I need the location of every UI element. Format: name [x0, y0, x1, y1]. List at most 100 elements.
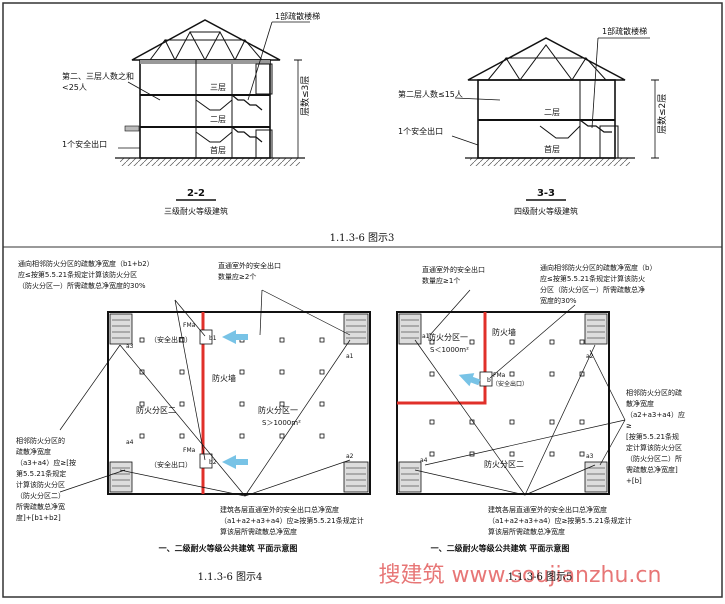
exit-label: 1个安全出口: [62, 139, 107, 149]
exit-door-label: （安全出口）: [150, 460, 192, 469]
section-subtitle: 四级耐火等级建筑: [514, 206, 578, 216]
caption-bottom-left: 1.1.3-6 图示4: [198, 571, 263, 583]
svg-text:宽度的30%: 宽度的30%: [540, 296, 577, 305]
fire-wall: [397, 312, 487, 405]
caption-top: 1.1.3-6 图示3: [330, 232, 395, 244]
svg-text:（a1+a2+a3+a4）应≥按第5.5.21条规定计: （a1+a2+a3+a4）应≥按第5.5.21条规定计: [220, 516, 364, 525]
section-title: 2-2: [187, 188, 205, 199]
people-label: 第二层人数≤15人: [398, 89, 463, 99]
svg-text:≥: ≥: [626, 422, 632, 430]
svg-text:相邻防火分区的疏: 相邻防火分区的疏: [626, 388, 682, 397]
svg-text:需疏散总净宽度]: 需疏散总净宽度]: [626, 465, 678, 474]
svg-text:分区（防火分区一）所需疏散总净: 分区（防火分区一）所需疏散总净: [540, 285, 645, 294]
caption-bottom-right: 1.1.3-6 图示5: [508, 571, 573, 583]
plan-right: FMa （安全出口） b a1 a2 a3 a4 防火分区一 S＜1000m² …: [396, 263, 685, 553]
svg-text:建筑各层直通室外的安全出口总净宽度: 建筑各层直通室外的安全出口总净宽度: [220, 505, 339, 514]
note-exit-count: 直通室外的安全出口: [422, 265, 485, 274]
svg-text:算该层所需疏散总净宽度: 算该层所需疏散总净宽度: [488, 527, 565, 536]
floor-3-label: 三层: [210, 83, 226, 92]
height-label: 层数≤3层: [299, 76, 311, 116]
zone-1-label: 防火分区一: [428, 332, 468, 342]
fire-wall-label: 防火墙: [492, 327, 516, 337]
plan-title: 一、二级耐火等级公共建筑 平面示意图: [159, 543, 298, 553]
svg-text:（防火分区二）: （防火分区二）: [16, 491, 65, 500]
b1-label: b1: [209, 335, 217, 342]
evacuation-arrow: [222, 455, 248, 469]
a1-label: a1: [346, 353, 354, 360]
floor-1-label: 首层: [210, 145, 226, 155]
stair-symbol: [231, 94, 263, 143]
note-right: 相邻防火分区的疏 散净宽度 （a2+a3+a4）应 ≥ [按第5.5.21条规 …: [626, 388, 685, 485]
svg-text:通向相邻防火分区的疏散净宽度（b）: 通向相邻防火分区的疏散净宽度（b）: [540, 263, 656, 272]
note-exit-count: 直通室外的安全出口: [218, 261, 281, 270]
door-tag: FMa: [183, 322, 196, 329]
watermark: 搜建筑 www.soujianzhu.cn: [379, 563, 662, 588]
svg-text:算该层所需疏散总净宽度: 算该层所需疏散总净宽度: [220, 527, 297, 536]
svg-text:+[b]: +[b]: [626, 477, 642, 485]
svg-text:计算该防火分区: 计算该防火分区: [16, 480, 65, 489]
fire-wall-label: 防火墙: [212, 373, 236, 383]
zone-2-label: 防火分区二: [484, 459, 524, 469]
note-bottom-left: 相邻防火分区的 疏散净宽度 （a3+a4）应≥[按 第5.5.21条规定 计算该…: [16, 436, 76, 522]
roof-truss: [467, 37, 626, 81]
people-label-line1: 第二、三层人数之和: [62, 71, 134, 81]
b-label: b: [487, 377, 491, 384]
note-top-left: 应≤按第5.5.21条规定计算该防火分区: [18, 270, 137, 279]
door-tag: FMa: [183, 447, 196, 454]
a3-label: a3: [586, 453, 594, 460]
exit-label: 1个安全出口: [398, 126, 443, 136]
section-3-3: 层数≤2层 二层 首层 1部疏散楼梯 第二层人数≤15人 1个安全出口 3-3 …: [398, 26, 668, 216]
b2-label: b2: [209, 459, 217, 466]
section-subtitle: 三级耐火等级建筑: [164, 206, 228, 216]
floor-1-label: 首层: [544, 144, 560, 154]
plan-title: 一、二级耐火等级公共建筑 平面示意图: [431, 543, 570, 553]
fire-door: [479, 371, 493, 387]
svg-text:定计算该防火分区: 定计算该防火分区: [626, 443, 682, 452]
ground-hatch: [120, 158, 300, 166]
svg-text:（a1+a2+a3+a4）应≥按第5.5.21条规定计: （a1+a2+a3+a4）应≥按第5.5.21条规定计: [488, 516, 632, 525]
note-bottom: 建筑各层直通室外的安全出口总净宽度 （a1+a2+a3+a4）应≥按第5.5.2…: [488, 505, 632, 536]
evacuation-arrow: [458, 373, 481, 387]
section-2-2: 层数≤3层 三层 二层 首层 1部疏散楼梯 第二、三层人数之和 <25人 1个安…: [62, 11, 320, 216]
stair-label: 1部疏散楼梯: [275, 11, 320, 21]
floor-2-label: 二层: [544, 108, 560, 117]
svg-text:度]+[b1+b2]: 度]+[b1+b2]: [16, 513, 61, 522]
zone-2-label: 防火分区二: [136, 405, 176, 415]
zone-1-area: S＜1000m²: [430, 346, 469, 354]
svg-text:（防火分区二）所: （防火分区二）所: [626, 454, 682, 463]
plan-left: FMa FMa （安全出口） （安全出口） b1 b2 a1 a2 a3 a4 …: [16, 259, 371, 553]
a1-label: a1: [422, 333, 430, 340]
a4-label: a4: [126, 439, 134, 446]
section-title: 3-3: [537, 188, 555, 199]
a2-label: a2: [346, 453, 354, 460]
svg-text:疏散净宽度: 疏散净宽度: [16, 447, 51, 456]
svg-text:相邻防火分区的: 相邻防火分区的: [16, 436, 65, 445]
svg-text:[按第5.5.21条规: [按第5.5.21条规: [626, 432, 679, 441]
exit-door-label: （安全出口）: [150, 335, 192, 344]
fire-door: [199, 453, 213, 469]
zone-1-label: 防火分区一: [258, 405, 298, 415]
stair-label: 1部疏散楼梯: [602, 26, 647, 36]
svg-text:应≤按第5.5.21条规定计算该防火: 应≤按第5.5.21条规定计算该防火: [540, 274, 645, 283]
note-top-right: 通向相邻防火分区的疏散净宽度（b） 应≤按第5.5.21条规定计算该防火 分区（…: [540, 263, 656, 305]
a3-label: a3: [126, 343, 134, 350]
evacuation-arrow: [222, 330, 248, 344]
note-exit-count: 数量应≥2个: [218, 272, 256, 281]
svg-text:（a3+a4）应≥[按: （a3+a4）应≥[按: [16, 458, 76, 467]
note-exit-count: 数量应≥1个: [422, 276, 460, 285]
svg-text:所需疏散总净宽: 所需疏散总净宽: [16, 502, 65, 511]
building-walls: [139, 59, 271, 159]
height-label: 层数≤2层: [656, 94, 668, 134]
a4-label: a4: [420, 457, 428, 464]
exit-door-label: （安全出口）: [492, 380, 528, 388]
svg-text:第5.5.21条规定: 第5.5.21条规定: [16, 469, 66, 478]
svg-text:（a2+a3+a4）应: （a2+a3+a4）应: [626, 410, 685, 419]
note-top-left: 通向相邻防火分区的疏散净宽度（b1+b2）: [18, 259, 154, 268]
floor-2-label: 二层: [210, 115, 226, 124]
note-top-left: （防火分区一）所需疏散总净宽度的30%: [18, 281, 146, 290]
svg-text:散净宽度: 散净宽度: [626, 399, 654, 408]
door-tag: FMa: [493, 372, 506, 379]
